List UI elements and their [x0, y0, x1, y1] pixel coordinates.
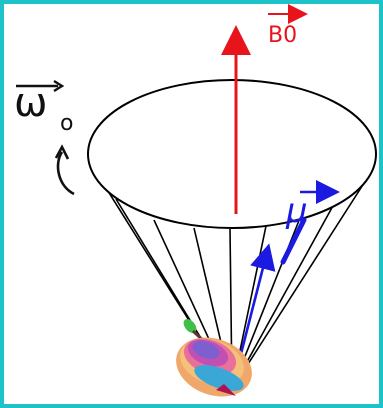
precession-diagram: B0 ω o μ: [4, 4, 379, 404]
moment-label: μ: [285, 191, 308, 231]
precession-ellipse: [88, 80, 376, 228]
curved-arrow-icon: [56, 147, 74, 194]
omega-subscript: o: [60, 111, 73, 136]
field-label: B0: [268, 23, 297, 48]
diagram-frame: B0 ω o μ: [4, 4, 379, 404]
